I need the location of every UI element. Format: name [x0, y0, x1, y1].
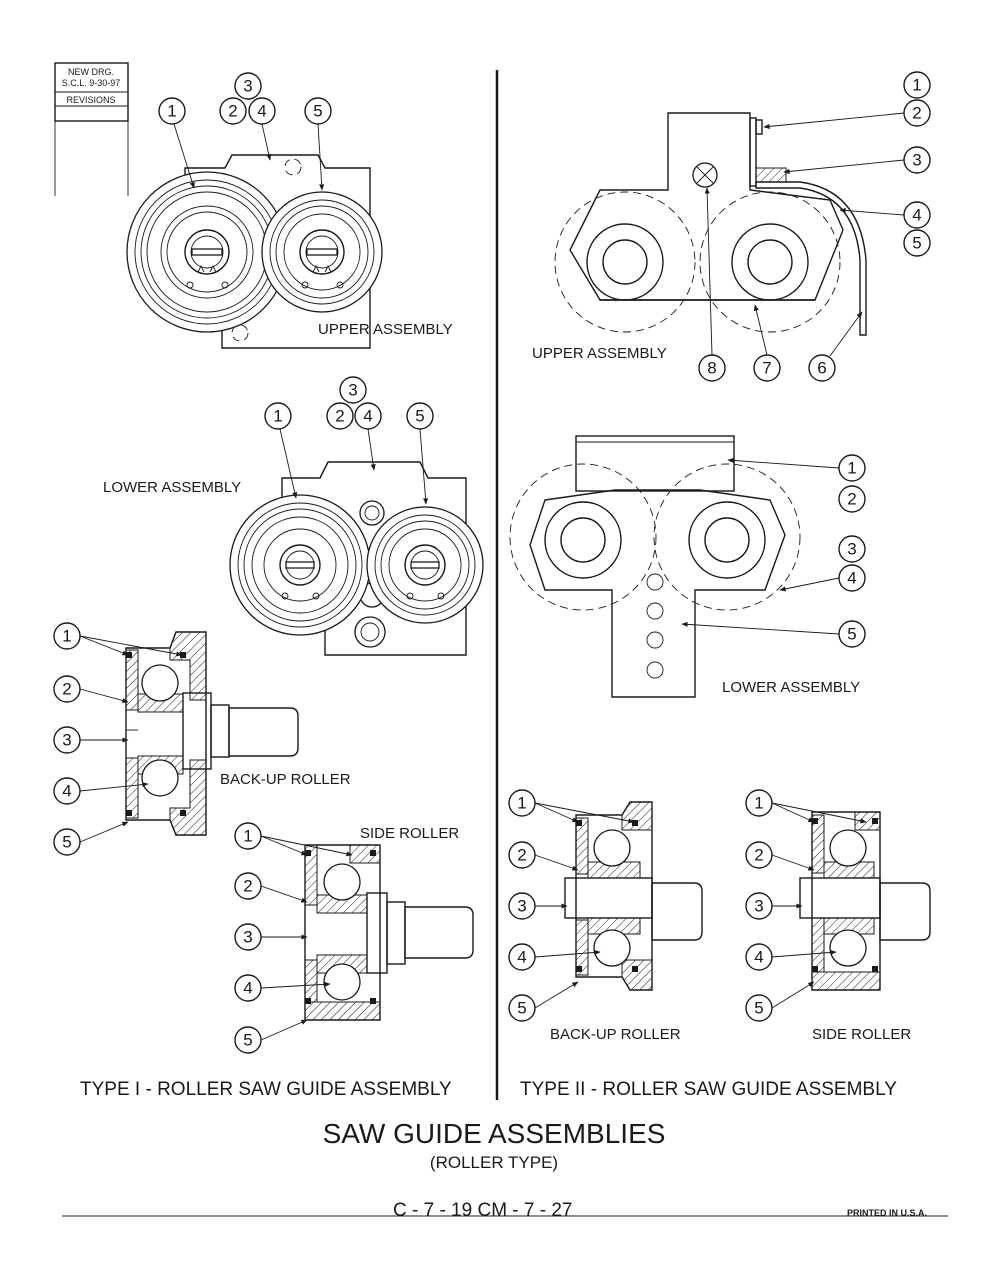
callout: 3	[754, 897, 763, 916]
callout: 4	[243, 979, 252, 998]
callout: 3	[243, 77, 252, 96]
callout: 3	[517, 897, 526, 916]
callout: 5	[847, 625, 856, 644]
callout: 8	[707, 359, 716, 378]
page-title: SAW GUIDE ASSEMBLIES	[323, 1118, 666, 1149]
type2-upper-label: UPPER ASSEMBLY	[532, 345, 667, 362]
callout: 1	[754, 794, 763, 813]
type2-backup-roller: 1 2 3 4 5 BACK-UP ROLLER	[508, 789, 703, 1043]
type1-side-label: SIDE ROLLER	[360, 825, 459, 842]
callout: 5	[313, 102, 322, 121]
callout: 5	[415, 407, 424, 426]
callout: 1	[517, 794, 526, 813]
type2-title: TYPE II - ROLLER SAW GUIDE ASSEMBLY	[520, 1079, 897, 1100]
callout: 3	[912, 151, 921, 170]
revision-line-1: NEW DRG.	[68, 67, 114, 77]
callout: 1	[273, 407, 282, 426]
revision-line-2: S.C.L. 9-30-97	[62, 78, 121, 88]
callout: 1	[167, 102, 176, 121]
callout: 4	[912, 206, 921, 225]
type1-backup-label: BACK-UP ROLLER	[220, 771, 351, 788]
type2-side-roller: 1 2 3 4 5 SIDE ROLLER	[745, 789, 931, 1043]
callout: 5	[517, 999, 526, 1018]
printed-notice: PRINTED IN U.S.A.	[847, 1208, 927, 1218]
type1-upper-label: UPPER ASSEMBLY	[318, 321, 453, 338]
callout: 5	[912, 234, 921, 253]
type1-backup-roller: 1 2 3 4 5 BACK-UP ROLLER	[53, 622, 351, 856]
type2-lower-label: LOWER ASSEMBLY	[722, 679, 860, 696]
callout: 1	[847, 459, 856, 478]
revision-block: NEW DRG. S.C.L. 9-30-97 REVISIONS	[54, 62, 129, 196]
callout: 2	[912, 104, 921, 123]
callout: 4	[754, 948, 763, 967]
callout: 4	[847, 569, 856, 588]
page-number: C - 7 - 19 CM - 7 - 27	[393, 1200, 573, 1221]
callout: 5	[243, 1031, 252, 1050]
callout: 2	[243, 877, 252, 896]
page-subtitle: (ROLLER TYPE)	[430, 1153, 558, 1172]
callout: 2	[335, 407, 344, 426]
callout: 3	[243, 928, 252, 947]
callout: 2	[62, 680, 71, 699]
callout: 2	[847, 490, 856, 509]
revision-line-3: REVISIONS	[66, 95, 115, 105]
type2-lower-assembly: 1 2 3 4 5 LOWER ASSEMBLY	[509, 435, 866, 698]
callout: 5	[62, 833, 71, 852]
callout: 3	[847, 540, 856, 559]
callout: 1	[62, 627, 71, 646]
callout: 5	[754, 999, 763, 1018]
callout: 2	[228, 102, 237, 121]
type1-upper-assembly: 1 3 2 4 5 UPPER ASSEMBLY	[126, 72, 453, 349]
type2-backup-label: BACK-UP ROLLER	[550, 1026, 681, 1043]
callout: 3	[348, 381, 357, 400]
type1-lower-assembly: 1 3 2 4 5 LOWER ASSEMBLY	[103, 376, 484, 656]
callout: 2	[517, 846, 526, 865]
callout: 6	[817, 359, 826, 378]
callout: 3	[62, 731, 71, 750]
callout: 4	[517, 948, 526, 967]
type2-upper-assembly: 1 2 3 4 5 6 7 8 UPPER ASSEMBLY	[532, 71, 931, 382]
type1-title: TYPE I - ROLLER SAW GUIDE ASSEMBLY	[80, 1079, 452, 1100]
type2-side-label: SIDE ROLLER	[812, 1026, 911, 1043]
callout: 1	[243, 827, 252, 846]
callout: 1	[912, 76, 921, 95]
type1-lower-label: LOWER ASSEMBLY	[103, 479, 241, 496]
callout: 7	[762, 359, 771, 378]
callout: 4	[62, 782, 71, 801]
callout: 2	[754, 846, 763, 865]
type1-side-roller: 1 2 3 4 5 SIDE ROLLER	[234, 822, 474, 1054]
callout: 4	[363, 407, 372, 426]
callout: 4	[257, 102, 266, 121]
